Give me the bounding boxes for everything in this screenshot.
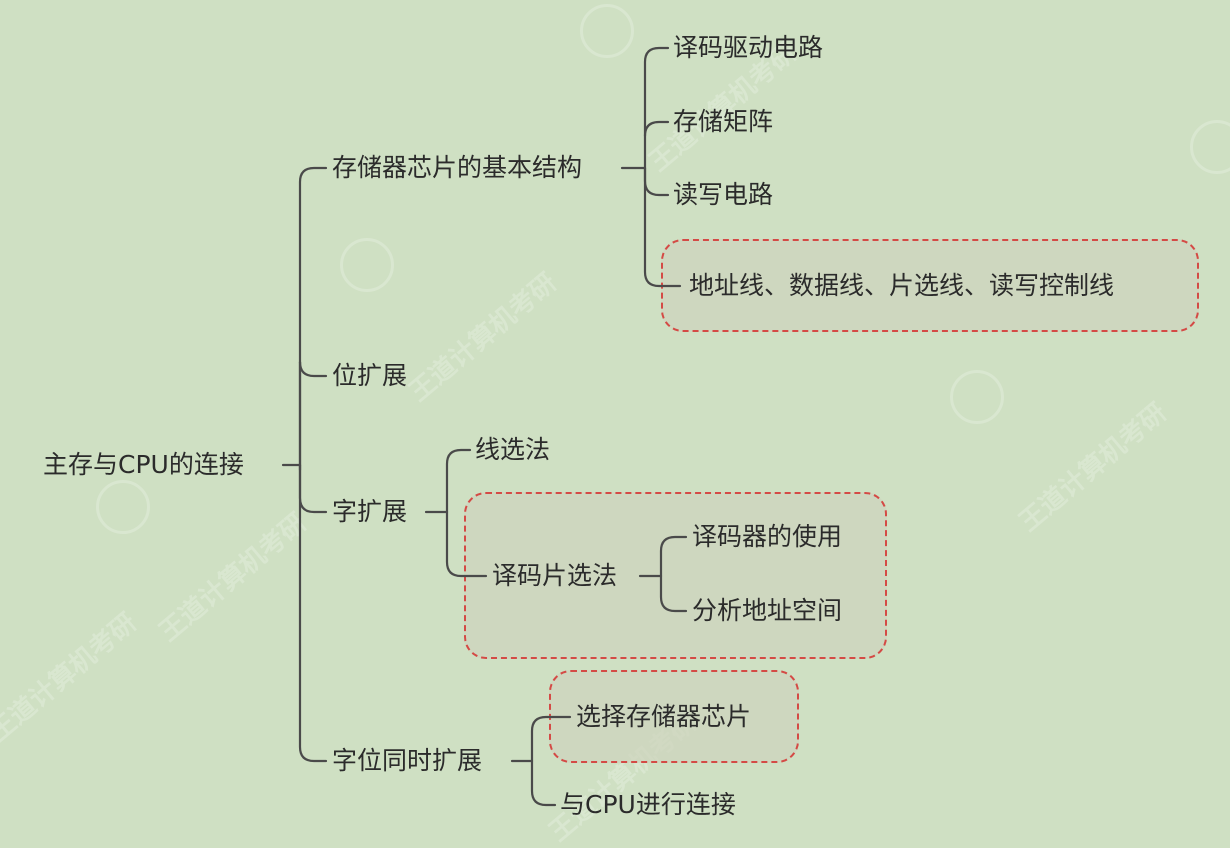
root-node: 主存与CPU的连接 (43, 450, 244, 479)
leaf-read-write-circuit: 读写电路 (673, 180, 774, 209)
branch-word-bit-extension: 字位同时扩展 (332, 746, 483, 775)
leaf-use-decoder: 译码器的使用 (692, 522, 843, 551)
leaf-connect-with-cpu: 与CPU进行连接 (560, 790, 736, 819)
leaf-select-memory-chip: 选择存储器芯片 (576, 702, 752, 731)
leaf-line-select: 线选法 (475, 435, 551, 464)
highlight-box-select-chip (549, 670, 799, 763)
highlight-box-decoder-select (464, 492, 887, 659)
highlight-box-signal-lines (661, 239, 1199, 332)
leaf-signal-lines: 地址线、数据线、片选线、读写控制线 (689, 271, 1115, 300)
branch-bit-extension: 位扩展 (332, 361, 408, 390)
branch-storage-chip-structure: 存储器芯片的基本结构 (332, 153, 583, 182)
leaf-analyze-address-space: 分析地址空间 (692, 596, 843, 625)
leaf-decoder-chip-select: 译码片选法 (492, 561, 618, 590)
leaf-storage-matrix: 存储矩阵 (673, 107, 774, 136)
leaf-decoder-driver-circuit: 译码驱动电路 (673, 33, 824, 62)
branch-word-extension: 字扩展 (332, 497, 408, 526)
